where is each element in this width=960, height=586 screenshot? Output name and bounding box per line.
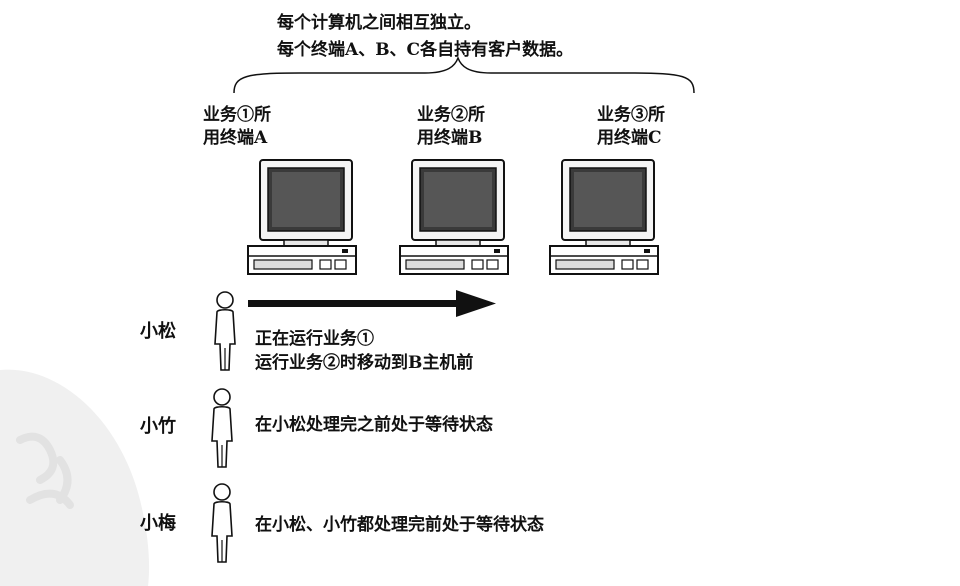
move-arrow [248, 290, 496, 317]
terminal-label-c: 业务③所 用终端C [597, 104, 665, 150]
person-figure-2 [211, 388, 233, 468]
person-name-1: 小松 [140, 321, 176, 342]
person-1-description: 正在运行业务① 运行业务②时移动到B主机前 [255, 327, 473, 375]
person-2-description: 在小松处理完之前处于等待状态 [255, 415, 493, 435]
terminal-label-b-line-2: 用终端B [417, 128, 483, 148]
person-1-description-line-1: 正在运行业务① [255, 329, 374, 349]
header-note: 每个计算机之间相互独立。 每个终端A、B、C各自持有客户数据。 [277, 10, 573, 64]
terminal-label-a-line-1: 业务①所 [203, 105, 271, 125]
terminal-label-a: 业务①所 用终端A [203, 104, 271, 150]
person-figure-1 [214, 291, 236, 371]
computer-terminal-a [247, 159, 357, 275]
person-name-3: 小梅 [140, 513, 176, 534]
terminal-label-a-line-2: 用终端A [203, 128, 268, 148]
person-3-description: 在小松、小竹都处理完前处于等待状态 [255, 515, 544, 535]
header-note-line-1: 每个计算机之间相互独立。 [277, 13, 481, 33]
header-note-line-2: 每个终端A、B、C各自持有客户数据。 [277, 40, 574, 60]
person-figure-3 [211, 483, 233, 563]
grouping-brace [233, 55, 695, 94]
terminal-label-b: 业务②所 用终端B [417, 104, 485, 150]
terminal-label-c-line-1: 业务③所 [597, 105, 665, 125]
person-1-description-line-2: 运行业务②时移动到B主机前 [255, 353, 474, 373]
terminal-label-b-line-1: 业务②所 [417, 105, 485, 125]
computer-terminal-c [549, 159, 659, 275]
person-name-2: 小竹 [140, 416, 176, 437]
terminal-label-c-line-2: 用终端C [597, 128, 662, 148]
computer-terminal-b [399, 159, 509, 275]
